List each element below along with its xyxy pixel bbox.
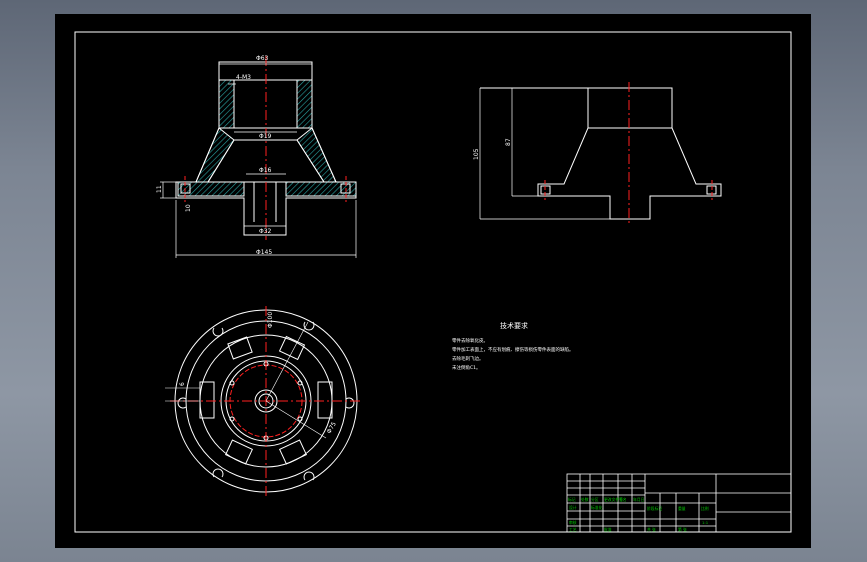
front-section-view bbox=[160, 56, 357, 258]
drawing-sheet[interactable]: Φ63 4-M3 Φ19 Φ16 11 10 Φ32 Φ145 bbox=[55, 14, 811, 548]
tech-line-2: 零件加工表面上，不应有划痕、擦伤等损伤零件表面的缺陷。 bbox=[452, 346, 574, 353]
tech-line-1: 零件去除氧化皮。 bbox=[452, 337, 488, 344]
tb-label-sheet-no: 第 张 bbox=[678, 527, 687, 532]
dim-circle-b: Φ75 bbox=[326, 421, 338, 435]
tb-label-review: 审核 bbox=[569, 520, 577, 525]
front-outline bbox=[175, 61, 357, 236]
hatch-right-wall bbox=[296, 127, 337, 183]
front-dimension-labels: Φ63 4-M3 Φ19 Φ16 11 10 Φ32 Φ145 bbox=[156, 55, 272, 256]
tb-label-design: 设计 bbox=[569, 505, 577, 510]
tb-label-scale: 比例 bbox=[701, 506, 709, 511]
tb-label-change-doc: 更改文件号 bbox=[604, 497, 623, 502]
tb-scale-value: 1:1 bbox=[702, 520, 709, 525]
hatch-left-top bbox=[218, 79, 235, 129]
drawing-border bbox=[74, 31, 792, 533]
dim-slot: 6 bbox=[179, 382, 186, 386]
hatch-right-top bbox=[296, 79, 313, 129]
hatch-left-wall bbox=[195, 127, 235, 183]
dim-hub: Φ16 bbox=[259, 167, 272, 174]
tb-label-process: 工艺 bbox=[569, 527, 577, 532]
tb-label-zone: 分区 bbox=[591, 497, 599, 502]
tech-line-3: 去除毛刺飞边。 bbox=[452, 355, 484, 362]
dim-cone-height: 87 bbox=[505, 138, 512, 146]
dim-total-height: 105 bbox=[473, 148, 480, 160]
title-block bbox=[566, 473, 792, 533]
tb-label-standard: 标准化 bbox=[591, 505, 603, 510]
top-dimension-labels: Φ100 Φ75 6 bbox=[179, 312, 338, 435]
tb-label-total-sheets: 共 张 bbox=[647, 527, 656, 532]
tech-line-4: 未注倒角C1。 bbox=[452, 364, 481, 371]
tb-label-sign: 签名 bbox=[619, 497, 627, 502]
tech-requirements: 技术要求 零件去除氧化皮。 零件加工表面上，不应有划痕、擦伤等损伤零件表面的缺陷… bbox=[452, 321, 574, 371]
dim-circle-a: Φ100 bbox=[267, 312, 274, 328]
tb-label-stage: 阶段标记 bbox=[647, 506, 662, 511]
side-outline bbox=[480, 87, 722, 220]
dim-bottom-bore: Φ32 bbox=[259, 228, 272, 235]
title-block-labels: 标记 处数 分区 更改文件号 签名 年月日 设计 标准化 阶段标记 重量 比例 … bbox=[568, 497, 709, 532]
tb-label-date: 年月日 bbox=[633, 497, 645, 502]
dim-overall-diameter: Φ145 bbox=[256, 249, 272, 256]
tb-label-approve: 批准 bbox=[604, 527, 612, 532]
dim-base-step: 10 bbox=[185, 204, 192, 212]
top-view bbox=[165, 306, 362, 496]
dim-wall: 4-M3 bbox=[236, 74, 251, 81]
dim-inner: Φ19 bbox=[259, 133, 272, 140]
dim-flange-height: 11 bbox=[156, 185, 163, 193]
tech-title: 技术要求 bbox=[500, 321, 528, 330]
side-view bbox=[479, 82, 722, 226]
hatch-left-flange bbox=[177, 181, 245, 197]
tb-label-weight: 重量 bbox=[678, 506, 686, 511]
side-dimension-labels: 105 87 bbox=[473, 138, 512, 160]
tb-label-count: 处数 bbox=[581, 497, 589, 502]
drawing-canvas: Φ63 4-M3 Φ19 Φ16 11 10 Φ32 Φ145 bbox=[74, 31, 792, 533]
dim-top-bore: Φ63 bbox=[256, 55, 269, 62]
tb-label-mark: 标记 bbox=[568, 497, 576, 502]
